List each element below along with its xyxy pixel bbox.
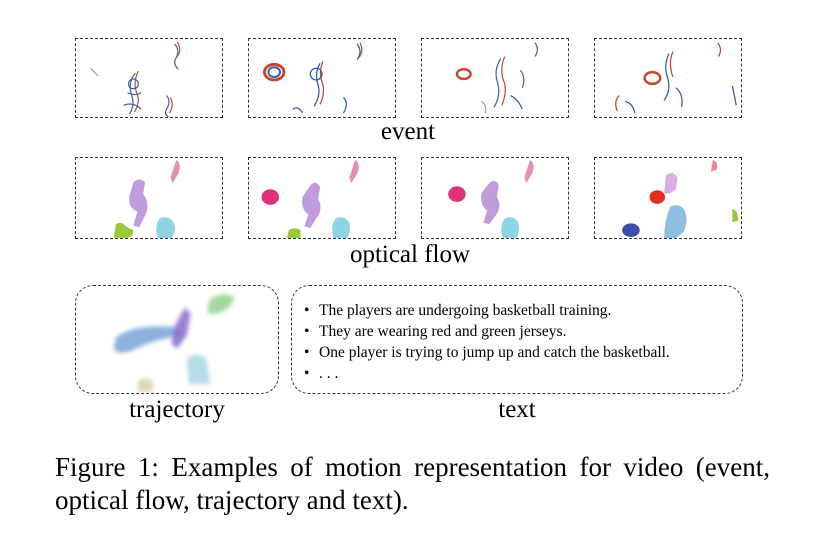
text-bullet-3: One player is trying to jump up and catc… [304, 342, 742, 363]
text-bullet-2: They are wearing red and green jerseys. [304, 321, 742, 342]
event-frame-3-image [455, 42, 538, 114]
text-label: text [498, 396, 536, 423]
event-frame-1 [75, 38, 223, 118]
event-label: event [380, 118, 436, 145]
event-frame-1-image [90, 41, 181, 117]
trajectory-frame [75, 285, 279, 394]
event-frame-2-image [263, 42, 363, 114]
flow-frame-1 [75, 157, 223, 239]
trajectory-label: trajectory [129, 396, 225, 423]
flow-frame-3 [421, 157, 569, 239]
text-bullet-list: The players are undergoing basketball tr… [304, 300, 742, 384]
text-bullet-4: . . . [304, 363, 742, 384]
text-panel: The players are undergoing basketball tr… [291, 285, 743, 394]
event-frame-2 [248, 38, 396, 118]
event-frame-4 [594, 38, 742, 118]
flow-frame-4-image [622, 159, 739, 238]
flow-frame-1-image [113, 159, 180, 238]
figure-caption: Figure 1: Examples of motion representat… [55, 452, 770, 515]
optical-flow-label: optical flow [349, 241, 471, 268]
event-frame-4-image [615, 42, 737, 114]
flow-frame-4 [594, 157, 742, 239]
event-frame-3 [421, 38, 569, 118]
flow-frame-2 [248, 157, 396, 239]
trajectory-image [113, 294, 235, 393]
flow-frame-2-image [261, 159, 359, 238]
text-bullet-1: The players are undergoing basketball tr… [304, 300, 742, 321]
flow-frame-3-image [448, 159, 534, 238]
